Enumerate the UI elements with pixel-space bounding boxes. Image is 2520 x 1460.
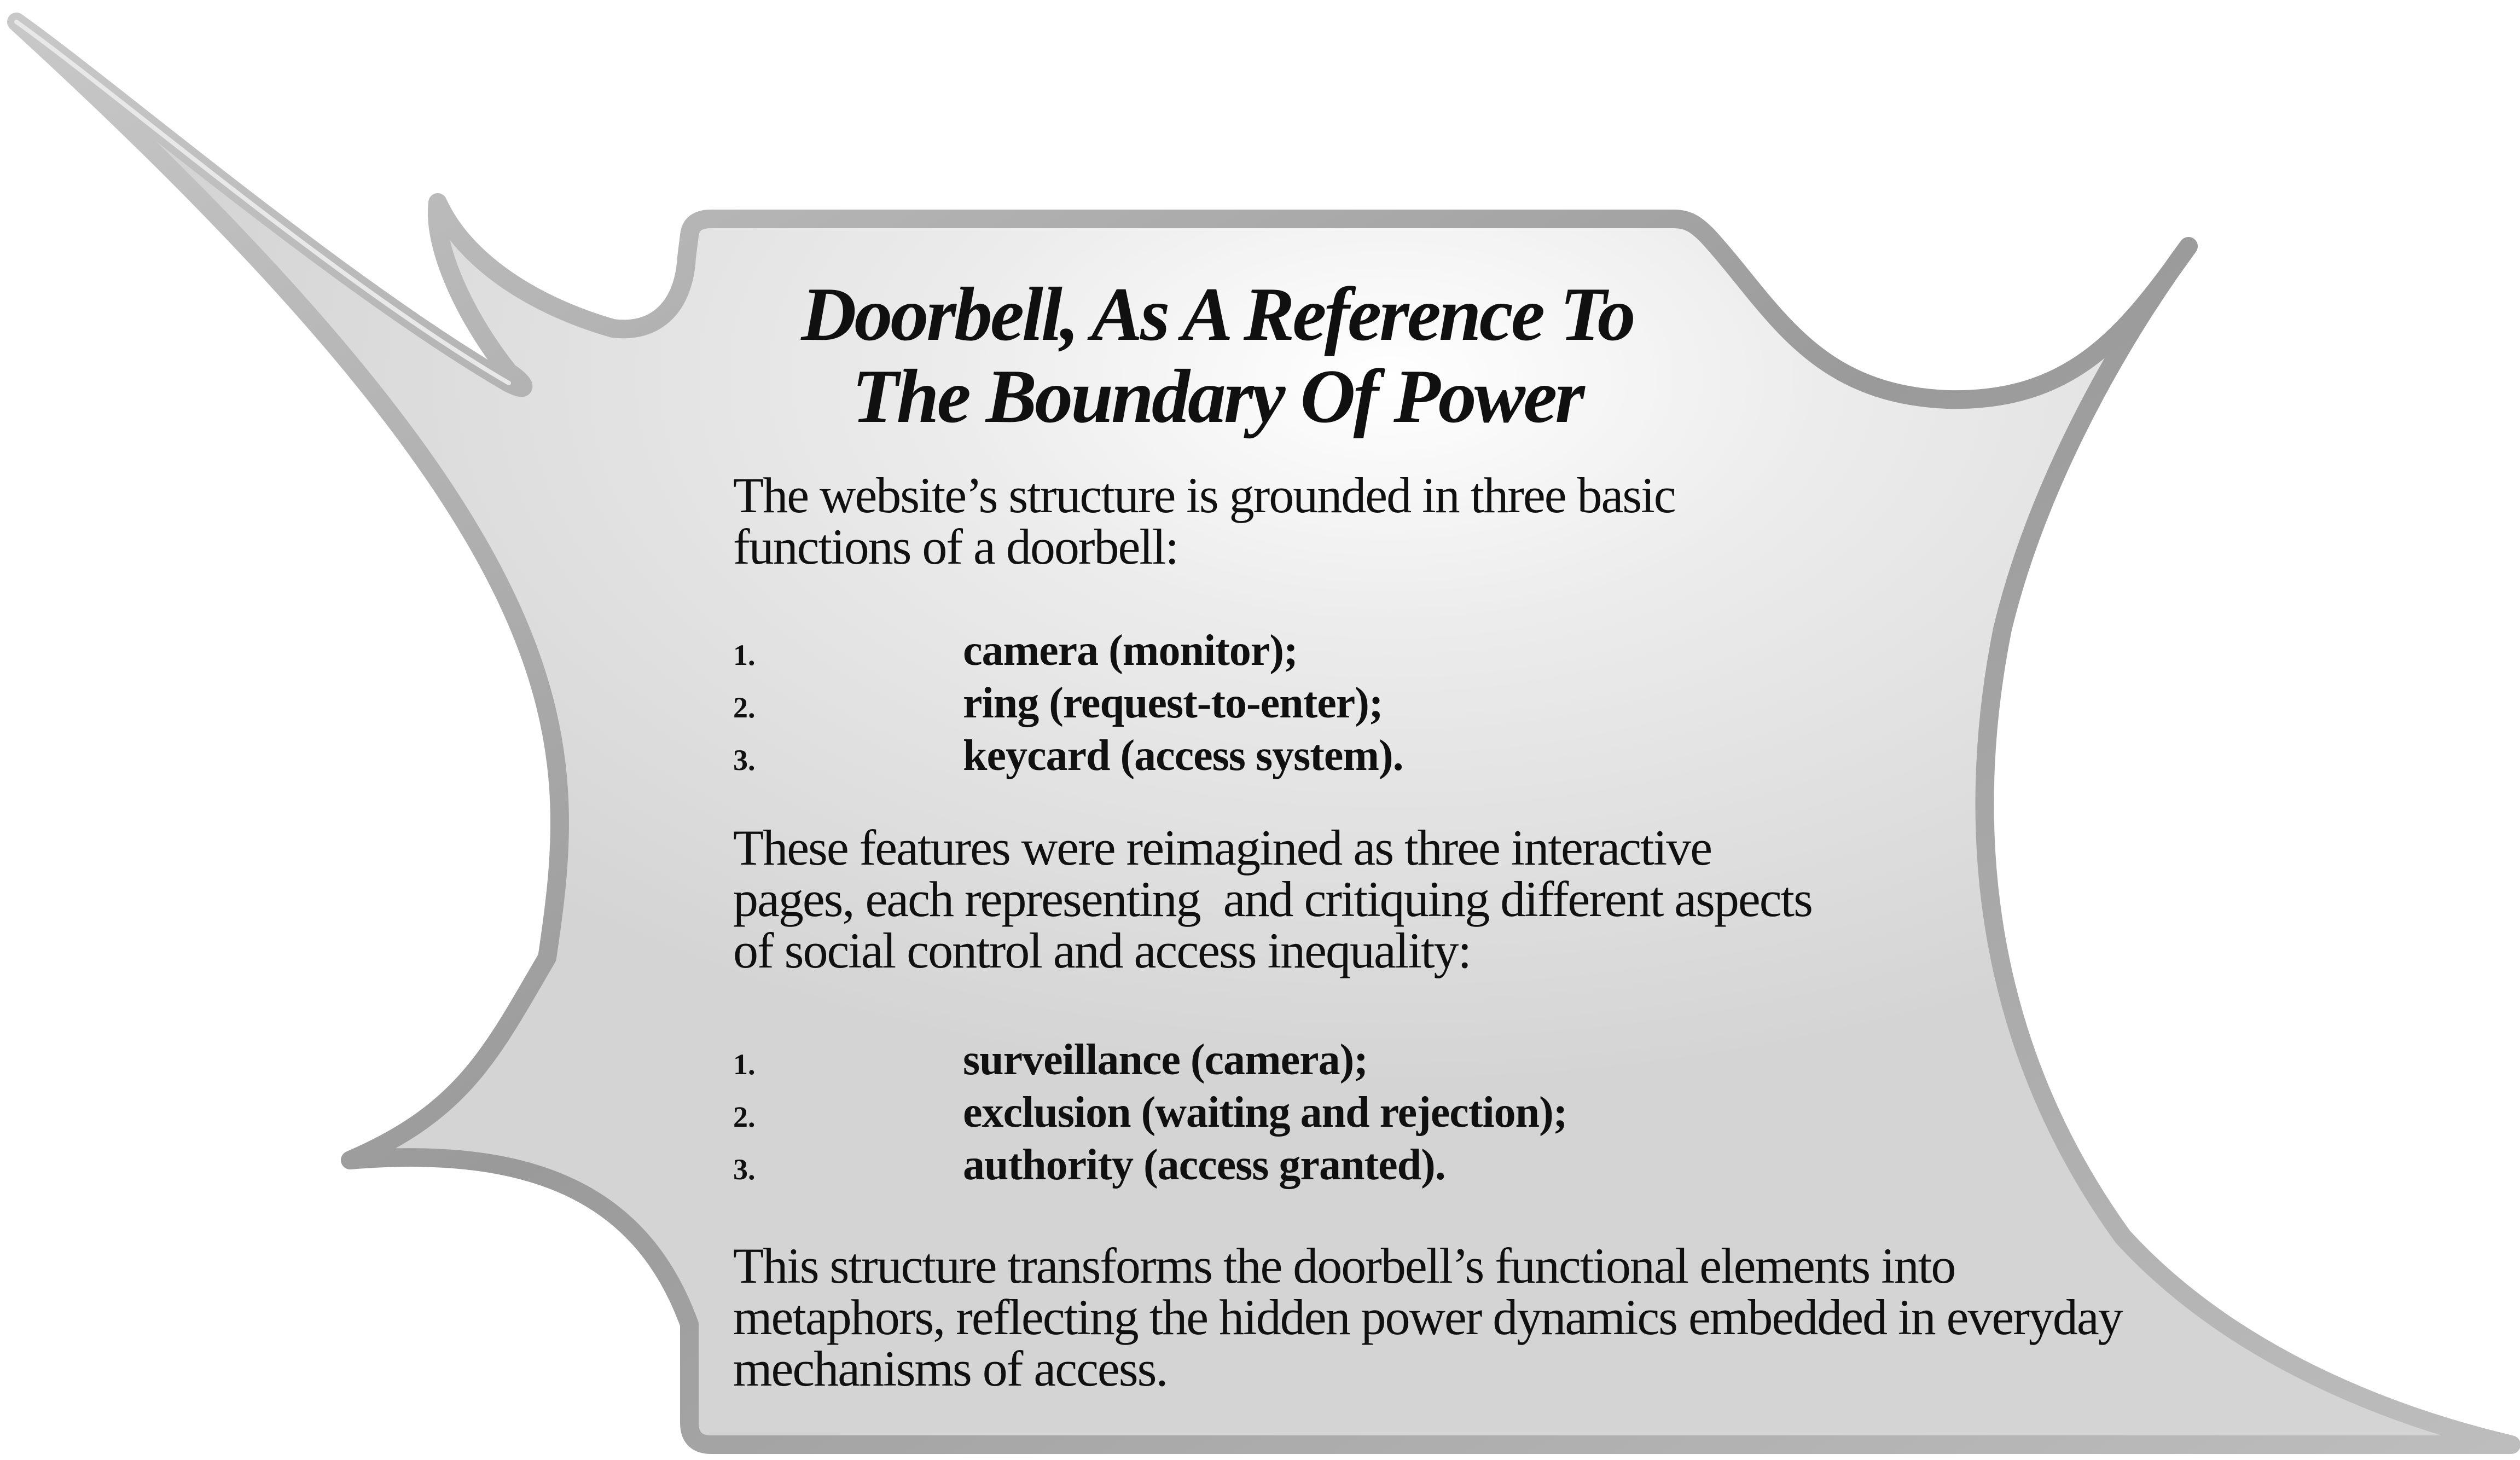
list-number: 1.	[733, 639, 756, 671]
title-line-2: The Boundary Of Power	[852, 354, 1584, 439]
list-item: 2. exclusion (waiting and rejection);	[733, 1088, 2210, 1140]
intro-paragraph: The website’s structure is grounded in t…	[733, 470, 1773, 572]
conclusion-line-2: metaphors, reflecting the hidden power d…	[733, 1289, 2123, 1345]
page-title: Doorbell, As A Reference To The Boundary…	[733, 274, 1702, 438]
functions-list: 1. camera (monitor); 2. ring (request-to…	[733, 626, 2210, 784]
features-line-3: of social control and access inequality:	[733, 923, 1472, 978]
list-text: ring (request-to-enter);	[963, 679, 1384, 727]
list-text: surveillance (camera);	[963, 1036, 1368, 1084]
conclusion-line-1: This structure transforms the doorbell’s…	[733, 1238, 1956, 1294]
list-number: 3.	[733, 744, 756, 777]
list-number: 2.	[733, 1100, 756, 1133]
list-item: 3. authority (access granted).	[733, 1140, 2210, 1193]
conclusion-line-3: mechanisms of access.	[733, 1341, 1168, 1397]
pages-list: 1. surveillance (camera); 2. exclusion (…	[733, 1035, 2210, 1193]
intro-line-1: The website’s structure is grounded in t…	[733, 467, 1676, 523]
list-text: keycard (access system).	[963, 732, 1404, 780]
frame-highlight	[14, 20, 511, 385]
list-item: 2. ring (request-to-enter);	[733, 679, 2210, 731]
list-text: exclusion (waiting and rejection);	[963, 1088, 1567, 1137]
text-panel: Doorbell, As A Reference To The Boundary…	[733, 274, 2210, 1395]
list-text: authority (access granted).	[963, 1141, 1446, 1189]
list-item: 1. camera (monitor);	[733, 626, 2210, 679]
list-text: camera (monitor);	[963, 627, 1298, 675]
list-item: 3. keycard (access system).	[733, 731, 2210, 784]
conclusion-paragraph: This structure transforms the doorbell’s…	[733, 1240, 2210, 1394]
list-item: 1. surveillance (camera);	[733, 1035, 2210, 1088]
features-line-1: These features were reimagined as three …	[733, 820, 1712, 876]
features-line-2: pages, each representing and critiquing …	[733, 871, 1813, 927]
title-line-1: Doorbell, As A Reference To	[801, 272, 1635, 357]
intro-line-2: functions of a doorbell:	[733, 519, 1179, 575]
list-number: 2.	[733, 691, 756, 724]
features-paragraph: These features were reimagined as three …	[733, 822, 1937, 976]
frame-shape	[7, 13, 2520, 1454]
list-number: 1.	[733, 1048, 756, 1081]
list-number: 3.	[733, 1153, 756, 1186]
